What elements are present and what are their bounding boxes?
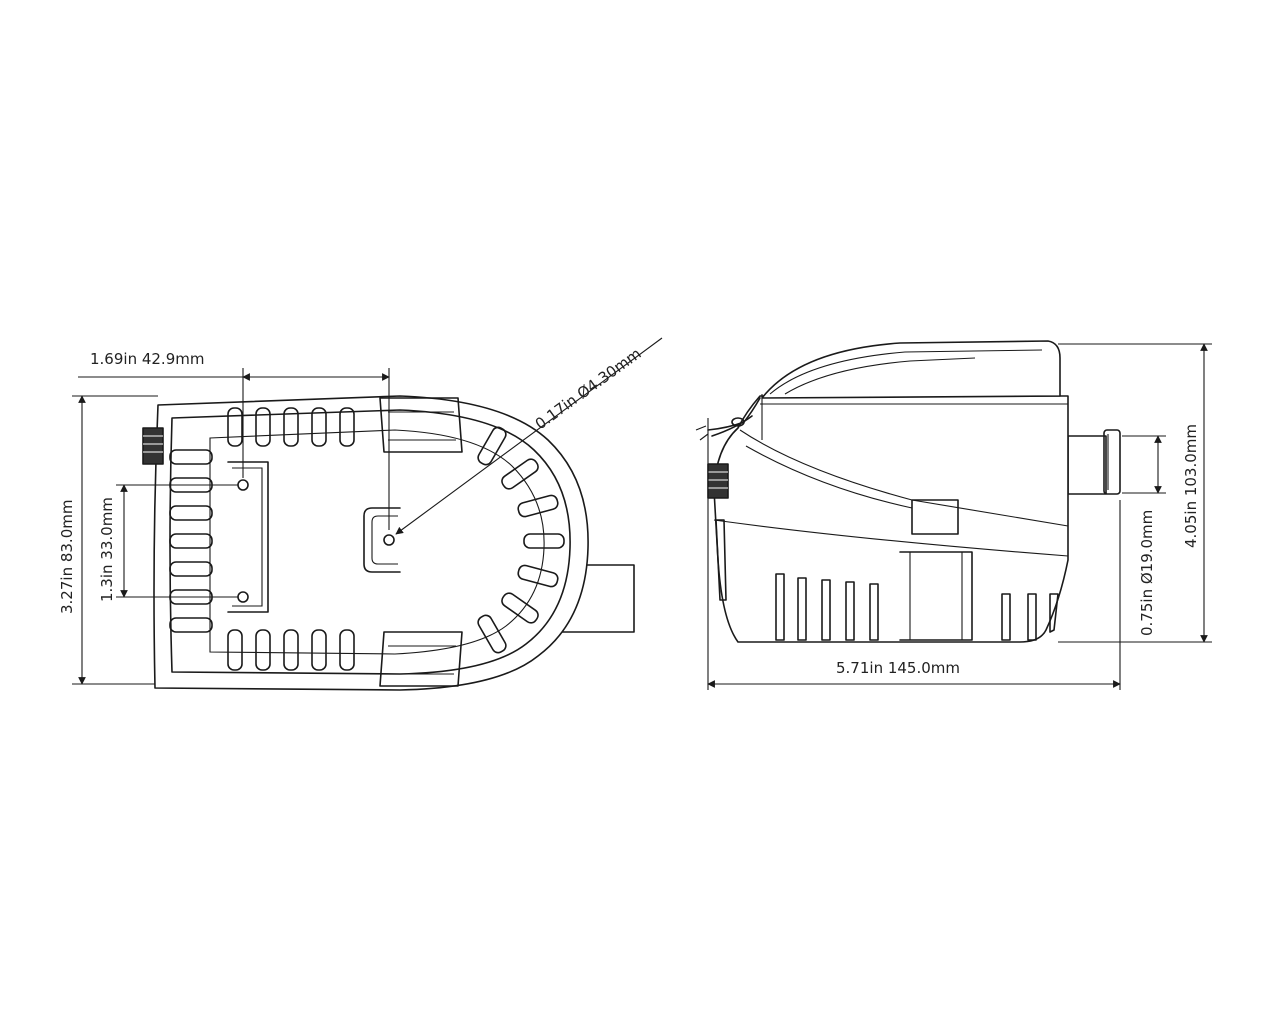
dimension-hole-spacing: 1.3in 33.0mm xyxy=(98,484,238,602)
outlet-nozzle-top xyxy=(559,564,635,633)
dimension-length-label: 5.71in 145.0mm xyxy=(836,659,960,677)
grip-side xyxy=(899,551,973,641)
dimension-width: 3.27in 83.0mm xyxy=(58,395,158,685)
power-wires xyxy=(695,397,761,441)
grip-top xyxy=(379,397,463,453)
dimension-mount-spacing: 1.69in 42.9mm xyxy=(78,350,390,530)
dimension-hole-diameter-label: 0.17in Ø4.30mm xyxy=(532,344,645,433)
side-view: 5.71in 145.0mm 4.05in 103.0mm 0.75in Ø19… xyxy=(695,340,1212,690)
dimension-length: 5.71in 145.0mm xyxy=(707,418,1121,690)
body-contour xyxy=(739,429,1069,527)
dimension-mount-spacing-label: 1.69in 42.9mm xyxy=(90,350,204,368)
center-bracket xyxy=(363,507,401,573)
pump-body xyxy=(713,395,1069,643)
dimension-height: 4.05in 103.0mm xyxy=(1058,343,1212,643)
mounting-plate xyxy=(227,461,269,613)
switch-knob xyxy=(142,427,164,465)
label-plate xyxy=(911,499,959,535)
dimension-width-label: 3.27in 83.0mm xyxy=(58,500,76,614)
intake-slots-top xyxy=(227,407,355,447)
center-mount-hole xyxy=(383,534,395,546)
intake-slots-bottom xyxy=(227,629,355,671)
dimension-hole-spacing-label: 1.3in 33.0mm xyxy=(98,497,116,602)
dimension-outlet: 0.75in Ø19.0mm xyxy=(1122,435,1166,636)
pump-cap xyxy=(761,340,1061,399)
intake-slots-right xyxy=(477,426,565,654)
grip-bottom xyxy=(379,631,463,687)
dimension-height-label: 4.05in 103.0mm xyxy=(1182,424,1200,548)
intake-slots-side xyxy=(715,519,1059,641)
dimension-outlet-label: 0.75in Ø19.0mm xyxy=(1138,510,1156,636)
switch-knob-side xyxy=(707,463,729,499)
top-view: 1.69in 42.9mm 0.17in Ø4.30mm 3.27in 83.0… xyxy=(58,337,663,691)
outlet-pipe-side xyxy=(1067,429,1121,495)
